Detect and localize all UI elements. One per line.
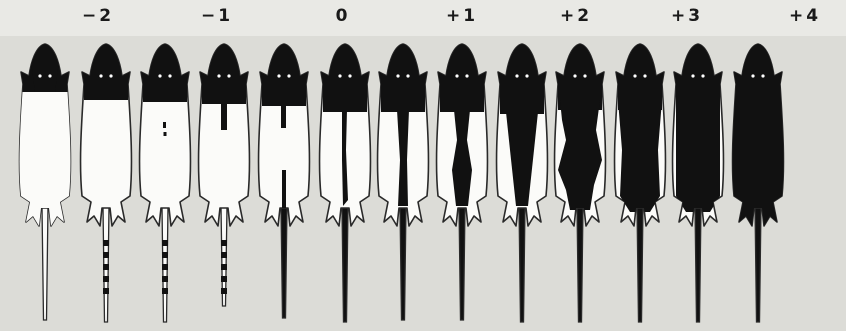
rat-figure [615,44,666,322]
rat-tail [755,206,761,322]
rat-eye [338,74,341,77]
rat-figure [81,44,132,322]
rat-figure [718,40,798,322]
rat-tail [400,206,406,320]
rat-figure [320,44,371,322]
rat-figure [437,44,488,320]
rat-tail [162,206,168,322]
rat-eye [761,74,764,77]
rat-eye [38,74,41,77]
rat-eye [691,74,694,77]
rat-figure [140,44,191,322]
rat-eye [515,74,518,77]
rat-eye [158,74,161,77]
rat-tail [221,206,227,306]
rat-tail [695,206,701,322]
rat-eye [396,74,399,77]
rat-eye [48,74,51,77]
rat-tail [459,206,465,320]
rat-eye [287,74,290,77]
rat-eye [217,74,220,77]
rat-eye [99,74,102,77]
rat-tail [342,206,348,322]
rat-figure [555,44,606,322]
rat-tail [103,206,109,322]
pigment-pattern [15,44,75,232]
rat-figure [199,44,250,306]
rat-eye [465,74,468,77]
rat-tail [577,206,583,322]
rat-eye [168,74,171,77]
rat-figure [15,44,75,320]
rat-eye [348,74,351,77]
rat-eye [751,74,754,77]
rat-figure [259,44,310,318]
pigment-pattern [82,44,130,100]
rat-figure [497,44,548,322]
rat-tail [637,206,643,322]
pigment-pattern [616,44,664,212]
rat-eye [227,74,230,77]
pigment-pattern [674,44,722,212]
rat-eye [525,74,528,77]
rat-eye [583,74,586,77]
rat-figure [673,44,724,322]
rat-eye [643,74,646,77]
rat-tail [42,206,48,320]
rat-eye [455,74,458,77]
rat-eye [701,74,704,77]
rat-tail [281,206,287,318]
rat-eye [406,74,409,77]
rat-tail [519,206,525,322]
rat-eye [277,74,280,77]
rat-eye [109,74,112,77]
rat-eye [633,74,636,77]
rat-figure [378,44,429,320]
rat-eye [573,74,576,77]
